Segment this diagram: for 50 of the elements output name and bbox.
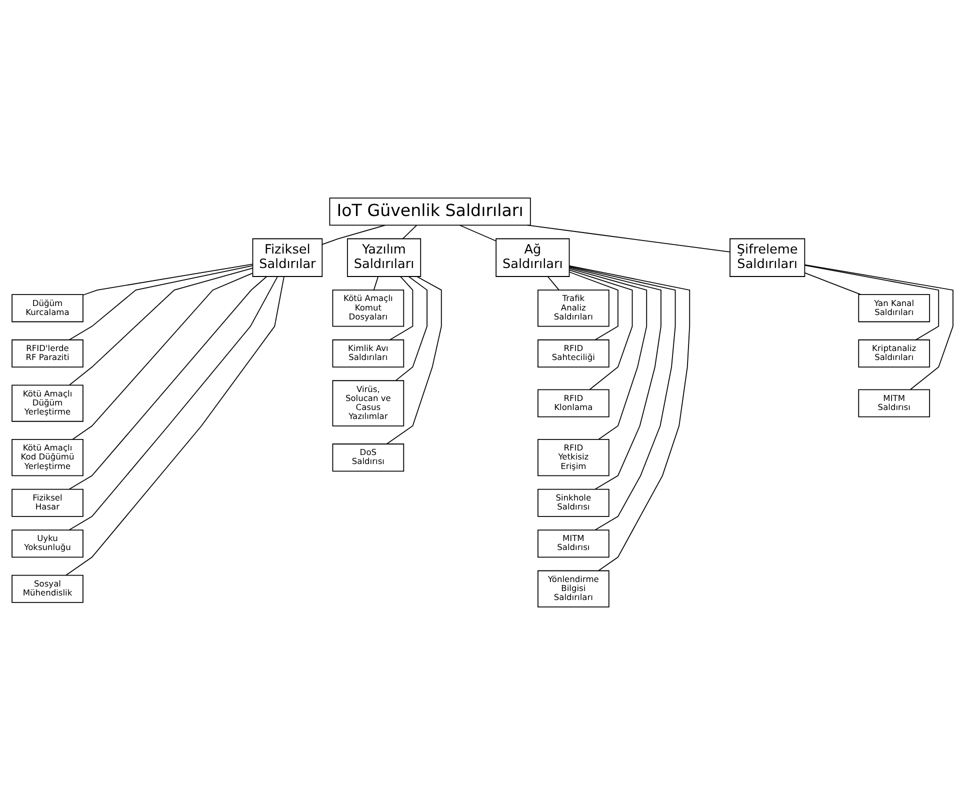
- node-box: Düğüm Kurcalama: [12, 294, 84, 322]
- node-box: Virüs, Solucan ve Casus Yazılımlar: [332, 380, 404, 426]
- node-box: Fiziksel Saldırılar: [252, 238, 323, 277]
- node-box: DoS Saldırısı: [332, 444, 404, 472]
- connector: [569, 270, 633, 390]
- connector: [568, 266, 676, 530]
- node-box: Şifreleme Saldırıları: [730, 238, 806, 277]
- connector: [402, 224, 418, 240]
- connector: [82, 264, 254, 296]
- connector: [568, 272, 618, 340]
- node-box: Sinkhole Saldırısı: [538, 488, 610, 517]
- node-box: RFID Yetkisiz Erişim: [538, 439, 610, 476]
- connector: [526, 224, 730, 252]
- connector: [547, 276, 560, 290]
- node-box: Yazılım Saldırıları: [346, 238, 422, 277]
- connector: [568, 268, 648, 440]
- node-box: RFID'lerde RF Paraziti: [12, 339, 84, 368]
- connector: [68, 265, 254, 340]
- node-box: Uyku Yoksunluğu: [12, 530, 84, 558]
- connector: [568, 267, 662, 490]
- node-box: Sosyal Mühendislik: [12, 574, 84, 603]
- node-box: Yönlendirme Bilgisi Saldırıları: [538, 570, 610, 608]
- connector: [395, 276, 428, 381]
- connector: [568, 265, 690, 572]
- connector: [804, 272, 862, 296]
- node-box: Fiziksel Hasar: [12, 488, 84, 517]
- node-box: RFID Sahteciliği: [538, 339, 610, 368]
- node-box: Trafik Analiz Saldırıları: [538, 290, 610, 327]
- node-box: IoT Güvenlik Saldırıları: [329, 198, 531, 226]
- node-box: RFID Klonlama: [538, 389, 610, 418]
- connector: [68, 276, 268, 490]
- node-box: Kötü Amaçlı Düğüm Yerleştirme: [12, 384, 84, 422]
- connector: [459, 224, 496, 242]
- node-box: Kötü Amaçlı Komut Dosyaları: [332, 290, 404, 327]
- connector: [66, 276, 284, 576]
- connector: [72, 272, 254, 440]
- connector: [373, 276, 379, 290]
- connector: [69, 268, 254, 386]
- connector: [804, 264, 940, 340]
- connector: [804, 264, 954, 390]
- node-box: Kötü Amaçlı Kod Düğümü Yerleştirme: [12, 439, 84, 476]
- node-box: MITM Saldırısı: [858, 389, 930, 418]
- node-box: Ağ Saldırıları: [496, 238, 570, 277]
- node-box: Kimlik Avı Saldırıları: [332, 339, 404, 368]
- node-box: MITM Saldırısı: [538, 530, 610, 558]
- connector: [389, 276, 414, 340]
- node-box: Yan Kanal Saldırıları: [858, 294, 930, 322]
- node-box: Kriptanaliz Saldırıları: [858, 339, 930, 368]
- connector: [68, 276, 278, 530]
- connector: [386, 276, 442, 444]
